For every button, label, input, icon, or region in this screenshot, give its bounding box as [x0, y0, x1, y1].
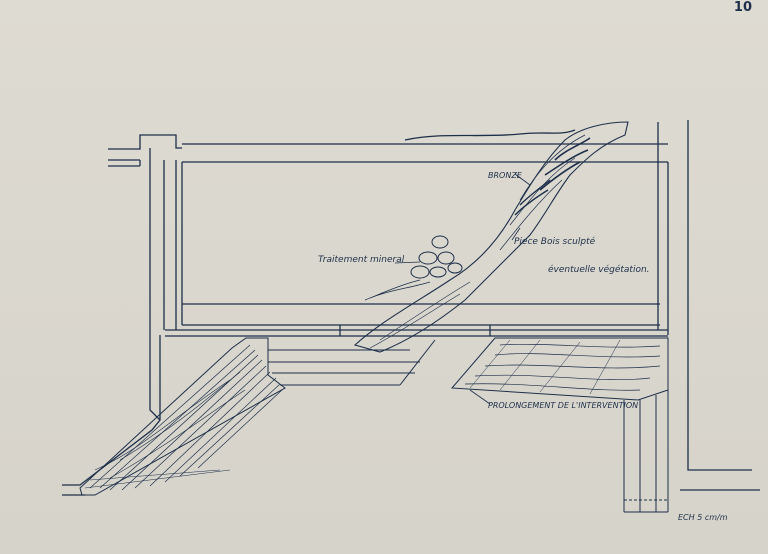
right-wood-platform: [450, 337, 669, 513]
left-wall: [62, 134, 182, 496]
label-traitement-mineral: Traitement mineral: [318, 255, 405, 265]
right-wall: [657, 120, 760, 491]
left-wood-ramp: [79, 337, 436, 496]
label-prolongement: PROLONGEMENT DE L'INTERVENTION: [488, 401, 638, 410]
mineral-treatment: [364, 235, 463, 301]
sculpted-wood-piece: [353, 121, 629, 353]
upper-frame: [165, 129, 668, 337]
page-number: 10: [733, 0, 752, 15]
label-bronze: BRONZE: [488, 171, 523, 180]
label-piece-bois-sculpte: Piece Bois sculpté: [514, 236, 596, 247]
label-eventuelle-vegetation: éventuelle végétation.: [548, 264, 650, 275]
label-echelle: ECH 5 cm/m: [678, 513, 728, 522]
leader-lines: [394, 173, 531, 405]
